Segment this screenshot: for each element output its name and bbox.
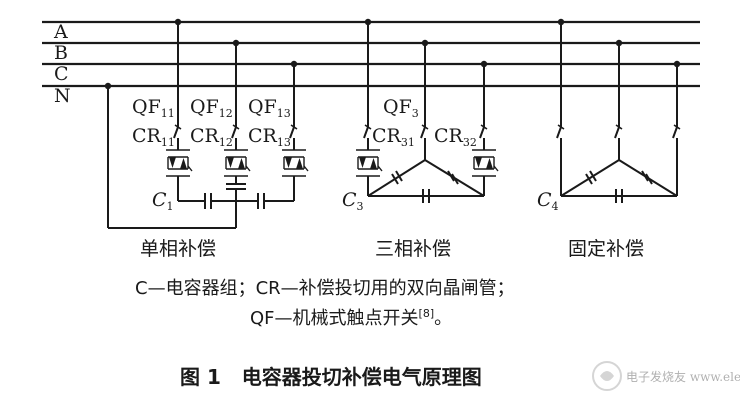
bus-label-b: B [54,42,68,64]
fixed-caption: 固定补偿 [568,238,644,260]
fixed-labels: C4 [537,189,559,213]
c1-label: C1 [152,189,174,213]
cr11-label: CR11 [132,125,175,149]
cr13-label: CR13 [248,125,291,149]
legend-line-1: C—电容器组；CR—补偿投切用的双向晶闸管； [135,278,515,299]
legend-line-2: QF—机械式触点开关[8]。 [250,307,452,329]
bus-labels: A B C N [53,21,71,107]
c3-label: C3 [342,189,364,213]
c4-label: C4 [537,189,559,213]
bus-label-a: A [53,21,68,43]
cr32-label: CR32 [434,125,477,149]
watermark: 电子发烧友 www.elecfans.com [592,361,740,391]
single-phase-group [104,18,309,229]
three-phase-caption: 三相补偿 [375,238,451,260]
qf12-label: QF12 [190,96,233,120]
fixed-group [556,18,681,203]
cr12-label: CR12 [190,125,233,149]
bus-label-n: N [54,85,71,107]
single-phase-caption: 单相补偿 [140,238,216,260]
three-phase-group [356,18,499,203]
watermark-logo-icon [592,361,622,391]
figure-title: 图 1 电容器投切补偿电气原理图 [180,365,482,389]
qf3-label: QF3 [383,96,419,120]
bus-lines [42,20,700,88]
qf11-label: QF11 [132,96,175,120]
watermark-text: 电子发烧友 www.elecfans.com [626,369,740,384]
qf13-label: QF13 [248,96,291,120]
cr31-label: CR31 [372,125,415,149]
three-phase-labels: QF3 CR31 CR32 C3 [342,96,477,213]
bus-label-c: C [54,63,69,85]
single-phase-labels: QF11 QF12 QF13 CR11 CR12 CR13 C1 [132,96,291,213]
